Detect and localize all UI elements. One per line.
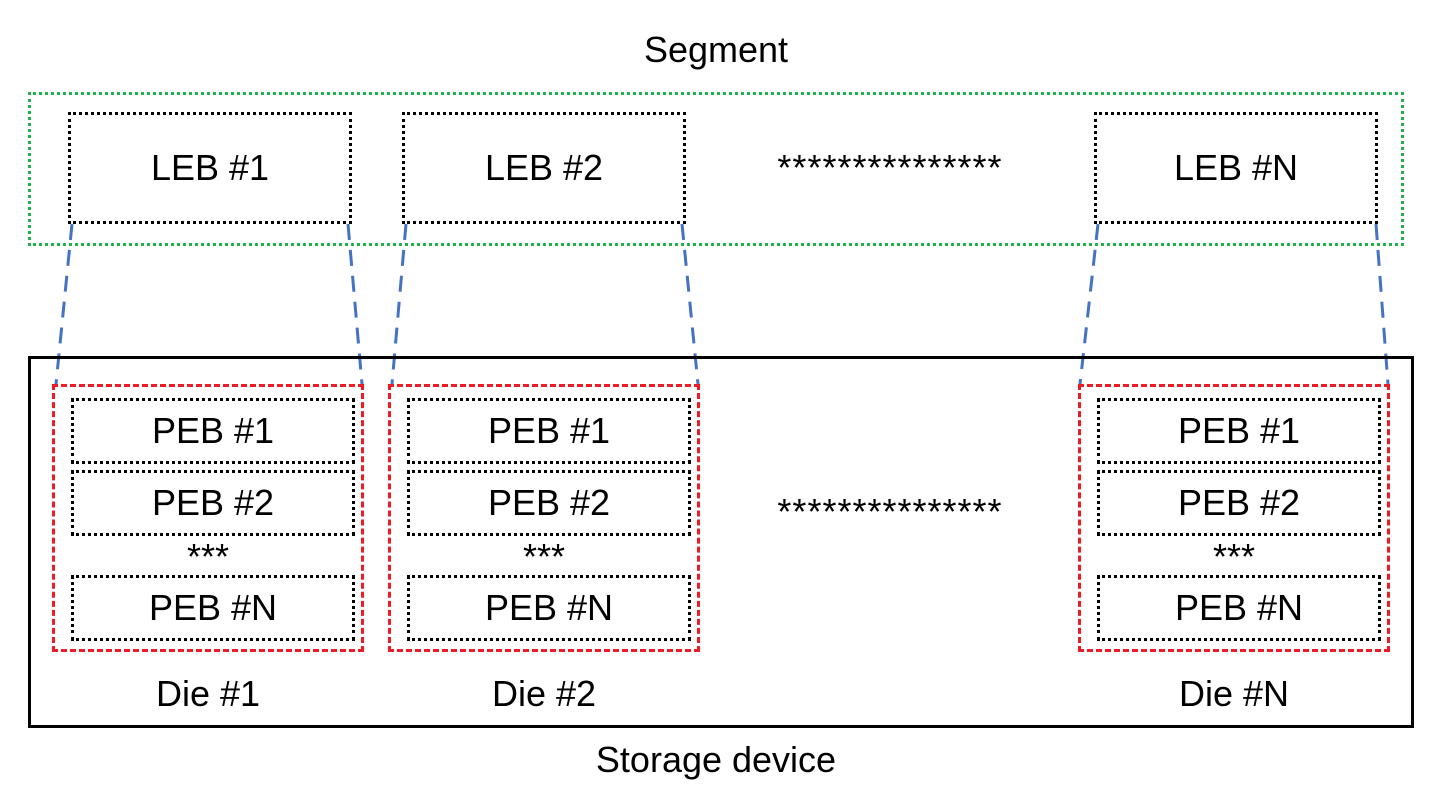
die-ellipsis: ***************: [777, 491, 1003, 532]
peb-label: PEB #1: [151, 410, 275, 451]
peb-box: PEB #N: [407, 575, 691, 641]
peb-ellipsis: ***: [1212, 536, 1256, 577]
segment-title: Segment: [643, 29, 789, 70]
peb-box: PEB #N: [71, 575, 355, 641]
peb-ellipsis: ***: [522, 536, 566, 577]
storage-device-title: Storage device: [595, 739, 837, 780]
die-label: Die #2: [491, 673, 597, 714]
leb-label: LEB #N: [1173, 147, 1299, 188]
peb-box: PEB #2: [71, 470, 355, 536]
peb-label: PEB #N: [484, 587, 614, 628]
peb-label: PEB #2: [1177, 482, 1301, 523]
peb-label: PEB #N: [1174, 587, 1304, 628]
die-box-2: PEB #1 PEB #2 *** PEB #N: [388, 384, 700, 652]
peb-box: PEB #1: [71, 398, 355, 464]
peb-ellipsis: ***: [186, 536, 230, 577]
die-label: Die #1: [155, 673, 261, 714]
peb-box: PEB #1: [1097, 398, 1381, 464]
leb-ellipsis: ***************: [777, 147, 1003, 188]
peb-label: PEB #2: [151, 482, 275, 523]
peb-label: PEB #N: [148, 587, 278, 628]
segment-box: [28, 92, 1404, 246]
peb-box: PEB #1: [407, 398, 691, 464]
peb-box: PEB #2: [407, 470, 691, 536]
leb-box-1: LEB #1: [68, 112, 352, 224]
leb-label: LEB #1: [150, 147, 270, 188]
peb-box: PEB #2: [1097, 470, 1381, 536]
die-box-1: PEB #1 PEB #2 *** PEB #N: [52, 384, 364, 652]
die-label: Die #N: [1178, 673, 1290, 714]
leb-box-n: LEB #N: [1094, 112, 1378, 224]
leb-box-2: LEB #2: [402, 112, 686, 224]
leb-label: LEB #2: [484, 147, 604, 188]
peb-label: PEB #2: [487, 482, 611, 523]
peb-box: PEB #N: [1097, 575, 1381, 641]
die-box-n: PEB #1 PEB #2 *** PEB #N: [1078, 384, 1390, 652]
storage-device-box: [28, 356, 1414, 728]
peb-label: PEB #1: [1177, 410, 1301, 451]
peb-label: PEB #1: [487, 410, 611, 451]
